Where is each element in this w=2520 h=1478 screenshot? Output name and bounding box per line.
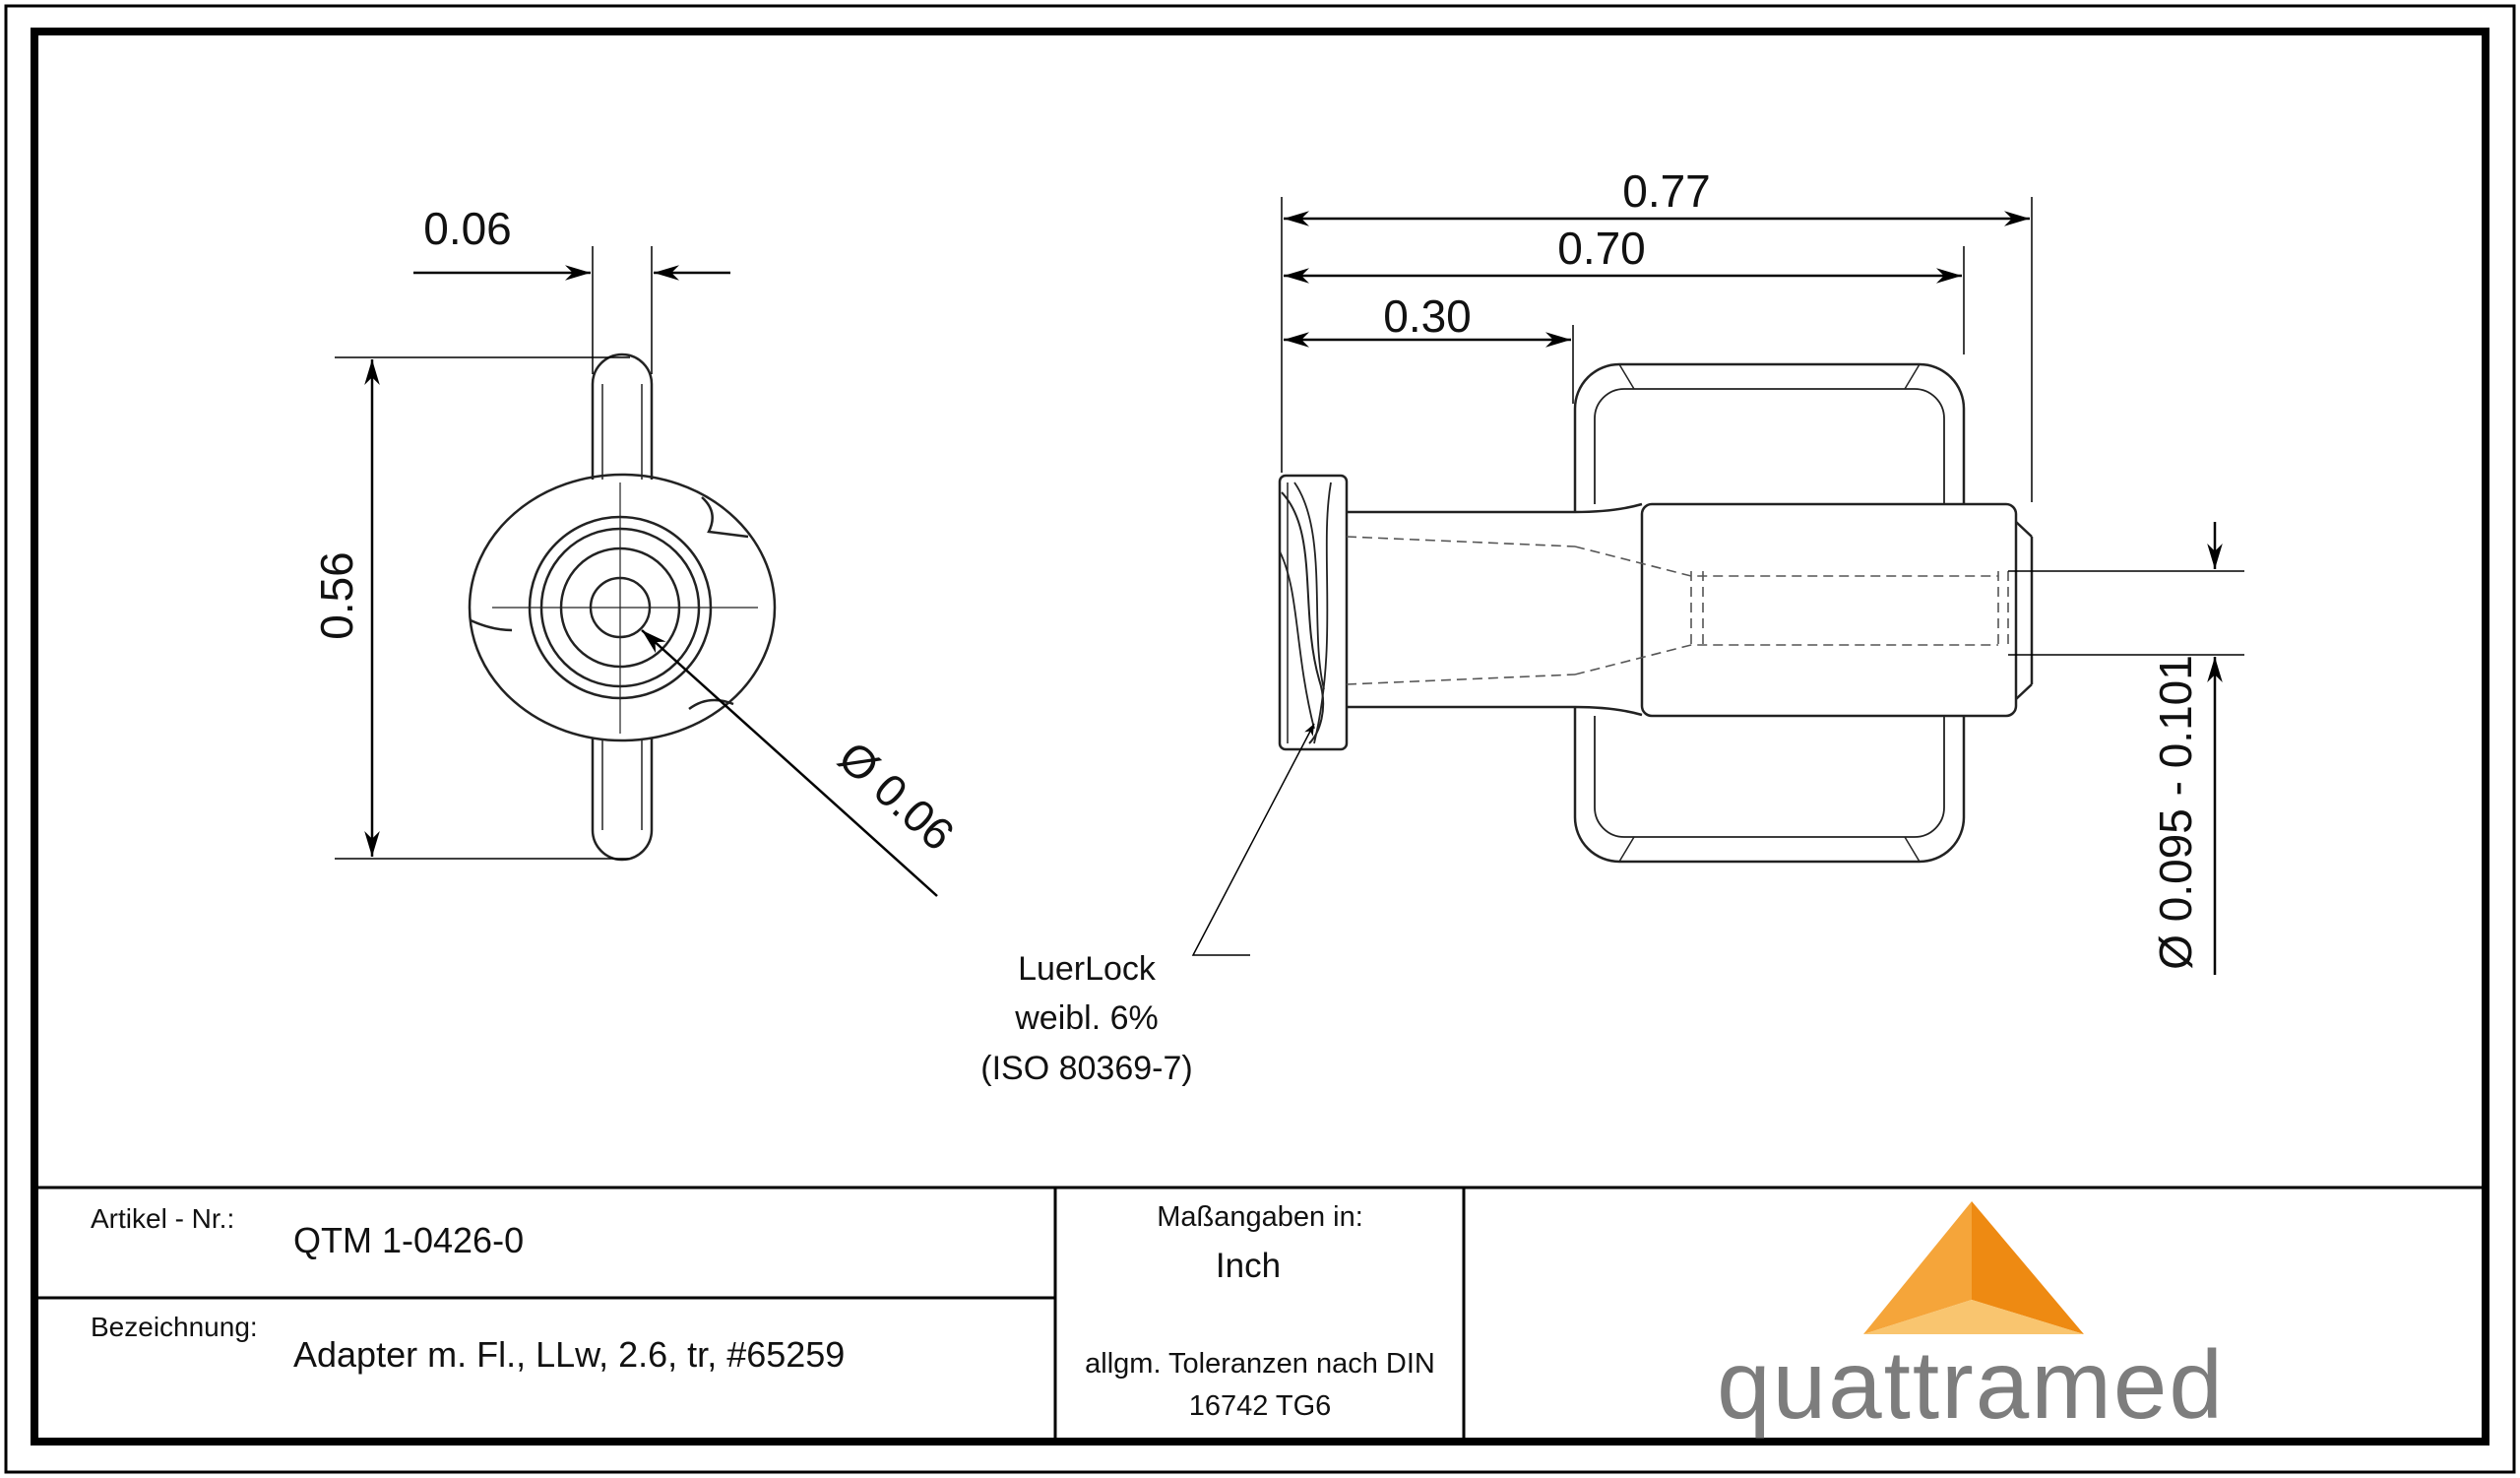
dim-hole-diameter: Ø 0.06: [829, 732, 964, 861]
logo-wordmark: quattramed: [1717, 1330, 2225, 1439]
dim-bore-diameter: Ø 0.095 - 0.101: [2150, 655, 2201, 970]
dim-height-0-56: 0.56: [311, 551, 362, 640]
logo-pyramid-bottom: [1863, 1300, 2084, 1334]
dim-width-0-06: 0.06: [423, 203, 512, 254]
side-view: [1278, 362, 2034, 864]
logo-pyramid-left: [1863, 1201, 1972, 1334]
callout-line-1: LuerLock: [1018, 950, 1157, 988]
units-value: Inch: [1216, 1247, 1281, 1285]
callout-line-3: (ISO 80369-7): [980, 1050, 1192, 1087]
units-label: Maßangaben in:: [1157, 1201, 1363, 1233]
dim-flange-to-end: 0.70: [1557, 223, 1646, 274]
dim-flange-to-shoulder: 0.30: [1383, 290, 1472, 342]
tolerance-line-2: 16742 TG6: [1189, 1390, 1332, 1422]
description-value: Adapter m. Fl., LLw, 2.6, tr, #65259: [293, 1334, 845, 1375]
side-view-hidden-lines: [1346, 536, 2009, 685]
title-block: [34, 1186, 2486, 1442]
side-view-dimensions: [1191, 197, 2244, 975]
tolerance-line-1: allgm. Toleranzen nach DIN: [1085, 1348, 1435, 1380]
luerlock-callout: LuerLock weibl. 6% (ISO 80369-7): [980, 950, 1192, 1087]
logo-pyramid-right: [1972, 1201, 2084, 1334]
article-value: QTM 1-0426-0: [293, 1220, 524, 1260]
outer-border: [4, 4, 2516, 1474]
inner-border: [31, 28, 2489, 1446]
description-label: Bezeichnung:: [91, 1312, 258, 1342]
front-view-dimensions: [335, 246, 938, 897]
front-view: [468, 353, 777, 862]
callout-line-2: weibl. 6%: [1014, 999, 1159, 1037]
dim-overall-length: 0.77: [1622, 165, 1711, 217]
quattramed-logo: quattramed: [1717, 1201, 2225, 1439]
article-label: Artikel - Nr.:: [91, 1203, 234, 1234]
